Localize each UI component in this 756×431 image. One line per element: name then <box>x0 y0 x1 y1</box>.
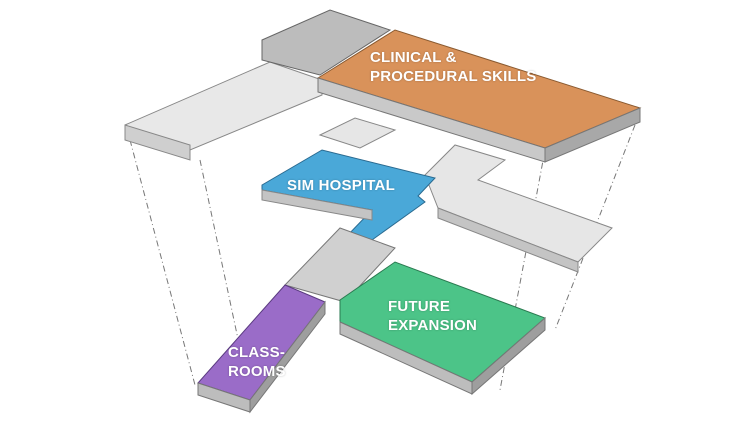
classrooms-label-line1: CLASS- <box>228 344 286 361</box>
clinical-zone-side-right <box>544 107 641 163</box>
mid-gray-wing-side <box>437 207 579 273</box>
future-label-line2: EXPANSION <box>388 317 478 334</box>
bottom-gray-corridor <box>284 227 396 303</box>
future-label-line1: FUTURE <box>388 298 451 315</box>
future-zone-side-right <box>471 316 546 396</box>
top-gray-wing-side <box>124 124 191 161</box>
classrooms-label-line2: ROOMS <box>228 363 286 380</box>
sim-hospital-label: SIM HOSPITAL <box>287 177 395 194</box>
top-service-core <box>261 9 392 76</box>
bottom-floor <box>197 227 546 414</box>
clinical-label-line1: CLINICAL & <box>370 49 457 66</box>
classrooms-zone-side-right <box>249 300 326 414</box>
sim-zone-side <box>261 189 373 221</box>
clinical-label: CLINICAL & PROCEDURAL SKILLS <box>370 48 536 86</box>
clinical-label-line2: PROCEDURAL SKILLS <box>370 68 537 85</box>
classrooms-label: CLASS- ROOMS <box>228 343 286 381</box>
future-expansion-label: FUTURE EXPANSION <box>388 297 477 335</box>
mid-gray-block-small <box>318 117 397 149</box>
middle-floor <box>261 117 613 273</box>
top-floor <box>124 9 642 163</box>
